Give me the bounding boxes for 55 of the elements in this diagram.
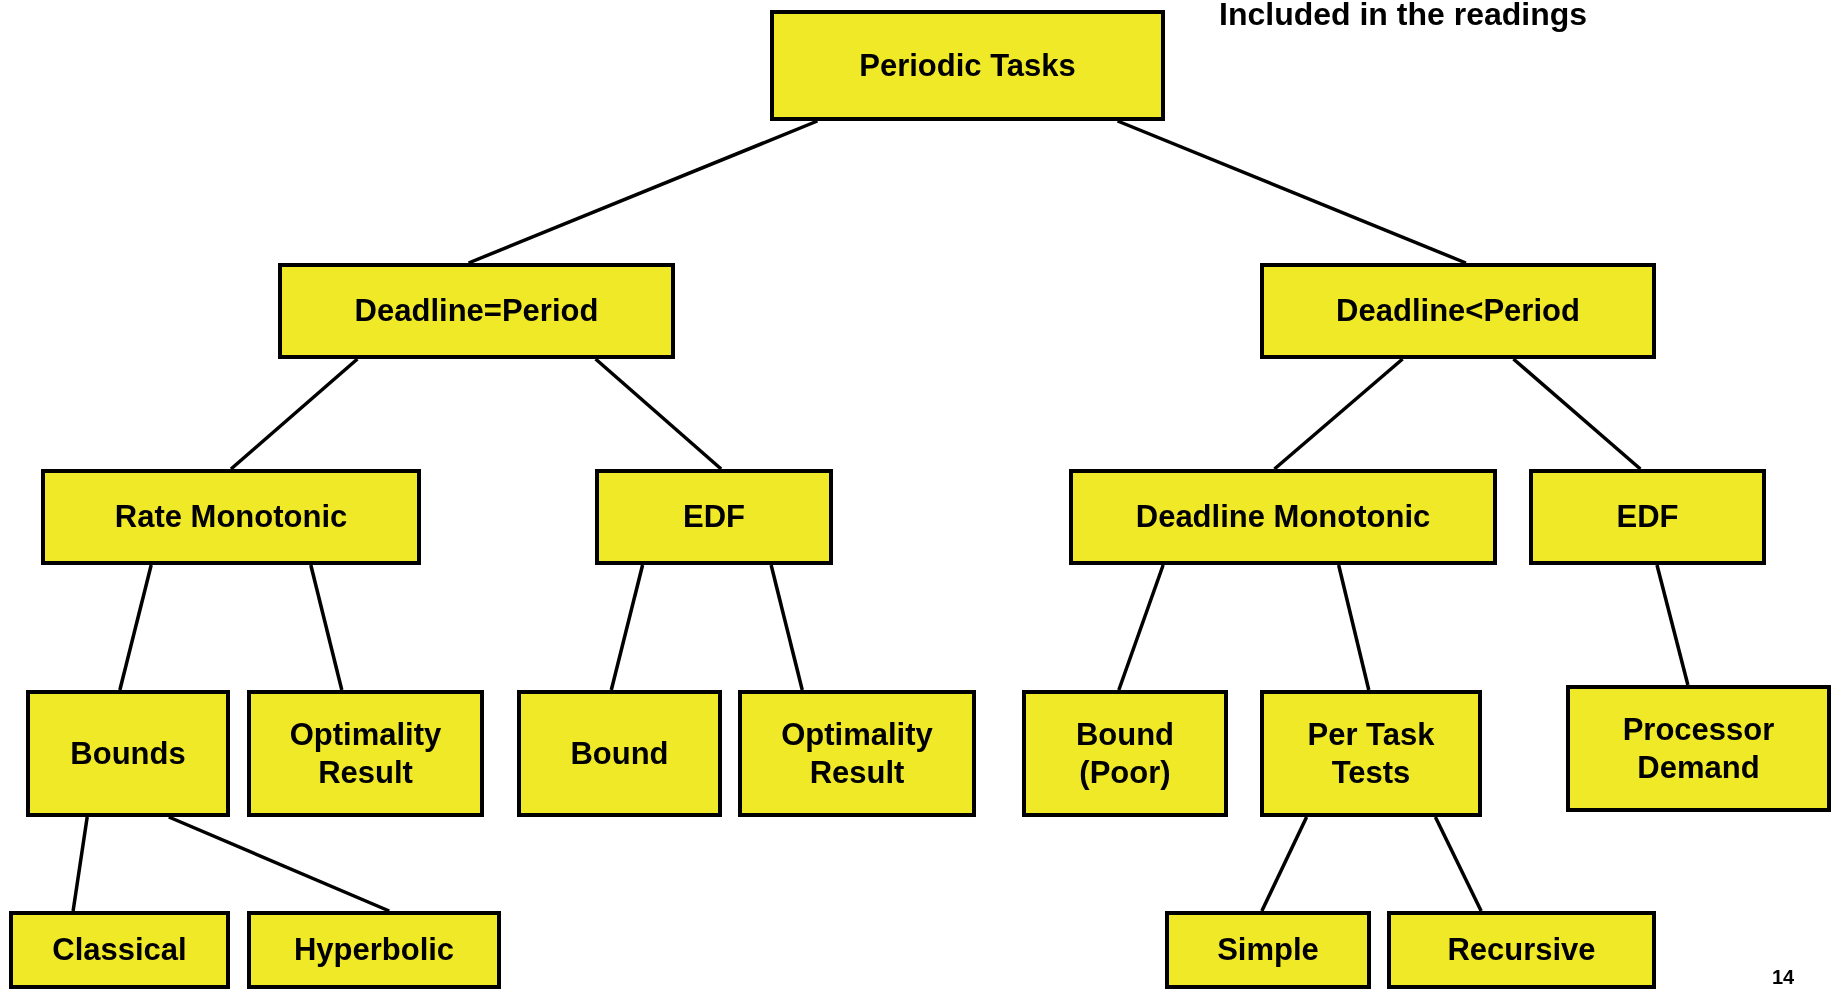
box-label: Per Task Tests — [1306, 716, 1436, 791]
category-box — [738, 690, 976, 817]
connector-line — [609, 564, 645, 691]
connector-line — [1117, 564, 1165, 691]
category-box — [1260, 263, 1656, 359]
category-box — [1566, 685, 1831, 812]
category-box — [595, 469, 833, 565]
box-label: Processor Demand — [1621, 711, 1776, 786]
connector-line — [168, 815, 390, 913]
box-label: Deadline Monotonic — [1135, 498, 1431, 536]
box-label: EDF — [1616, 498, 1679, 536]
box-label: Recursive — [1447, 931, 1596, 969]
box-label: Bound (Poor) — [1074, 716, 1176, 791]
category-box — [1069, 469, 1497, 565]
connector-line — [1655, 564, 1690, 686]
connector-line — [309, 564, 344, 691]
category-box — [247, 690, 484, 817]
connector-line — [1433, 816, 1483, 912]
connector-line — [769, 564, 804, 691]
note-text: Included in the readings — [1219, 0, 1588, 33]
category-box — [1165, 911, 1371, 989]
category-box — [41, 469, 421, 565]
connector-line — [1273, 357, 1404, 471]
box-label: Bounds — [70, 734, 186, 773]
box-label: Rate Monotonic — [114, 498, 348, 536]
box-label: Deadline<Period — [1336, 292, 1580, 330]
connector-line — [71, 816, 89, 912]
box-label: Classical — [52, 931, 187, 969]
category-box — [9, 911, 230, 989]
connector-line — [229, 357, 359, 471]
page-number: 14 — [1772, 966, 1795, 989]
box-label: Simple — [1217, 931, 1319, 969]
box-label: Bound — [570, 734, 669, 773]
category-box — [278, 263, 675, 359]
category-box — [1387, 911, 1656, 989]
connector-line — [1260, 816, 1309, 912]
box-label: EDF — [683, 498, 745, 536]
box-label: Deadline=Period — [354, 292, 599, 330]
category-box — [26, 690, 230, 817]
connector-line — [1512, 357, 1642, 471]
category-box — [1529, 469, 1766, 565]
category-box — [517, 690, 722, 817]
category-box — [1260, 690, 1482, 817]
box-label: Hyperbolic — [293, 931, 455, 969]
category-box — [247, 911, 501, 989]
box-label: Optimality Result — [780, 716, 934, 791]
box-label: Periodic Tasks — [859, 46, 1076, 85]
connector-line — [1336, 564, 1371, 691]
box-label: Optimality Result — [288, 716, 443, 791]
connector-line — [467, 119, 819, 265]
category-box — [1022, 690, 1228, 817]
connector-line — [1116, 119, 1467, 265]
category-box — [770, 10, 1165, 121]
connector-line — [594, 357, 723, 471]
connector-line — [118, 564, 153, 691]
